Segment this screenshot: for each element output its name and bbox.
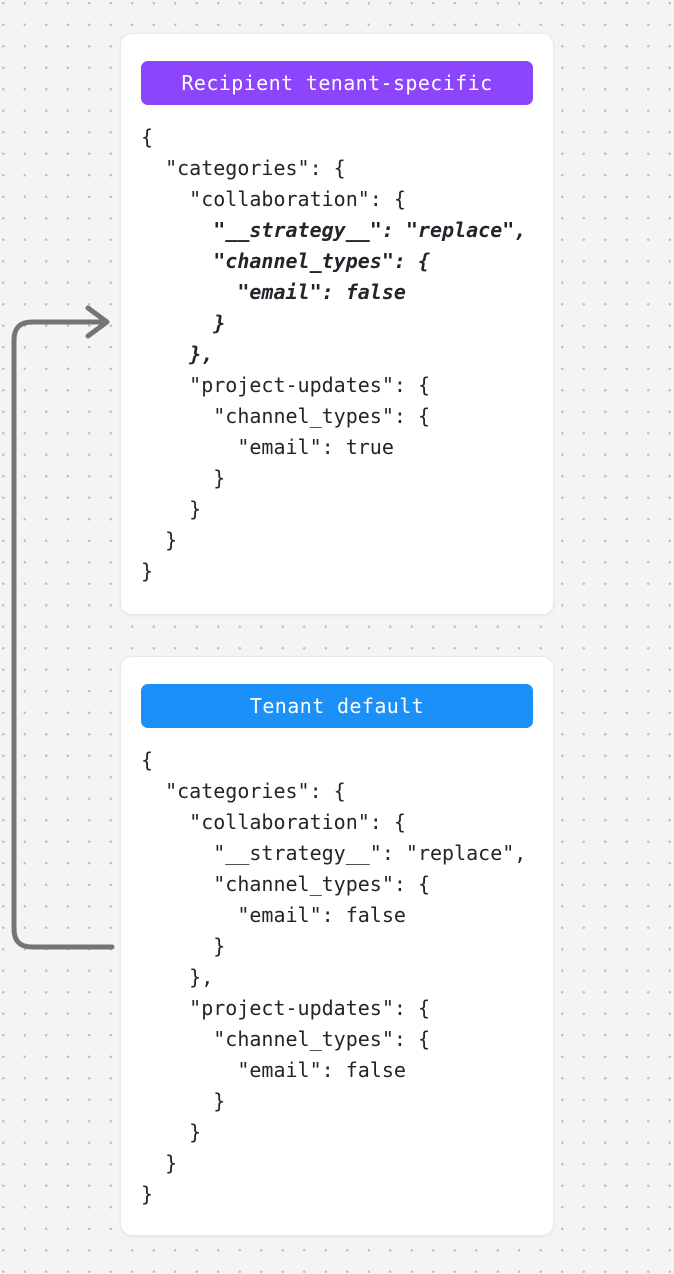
code-line: } xyxy=(141,528,178,552)
code-line: "collaboration": { xyxy=(141,187,406,211)
inheritance-arrow xyxy=(11,305,115,950)
code-line: } xyxy=(141,1151,178,1175)
code-line: "email": false xyxy=(141,1058,406,1082)
code-line: { xyxy=(141,125,154,149)
code-line: "email": true xyxy=(141,435,394,459)
code-line: } xyxy=(141,934,226,958)
code-line: } xyxy=(141,497,202,521)
code-line: "email": false xyxy=(141,903,406,927)
code-line: }, xyxy=(141,965,214,989)
code-line: "categories": { xyxy=(141,779,346,803)
code-line: "categories": { xyxy=(141,156,346,180)
code-line: "email": false xyxy=(141,280,406,304)
code-line: "channel_types": { xyxy=(141,404,430,428)
code-line: "__strategy__": "replace", xyxy=(141,841,527,865)
code-line: } xyxy=(141,559,154,583)
code-line: } xyxy=(141,311,226,335)
code-line: "channel_types": { xyxy=(141,249,430,273)
code-line: "project-updates": { xyxy=(141,373,430,397)
code-block-tenant-default: { "categories": { "collaboration": { "__… xyxy=(121,745,553,1230)
code-line: "channel_types": { xyxy=(141,872,430,896)
code-line: "collaboration": { xyxy=(141,810,406,834)
code-block-recipient: { "categories": { "collaboration": { "__… xyxy=(121,122,553,607)
code-line: "__strategy__": "replace", xyxy=(141,218,527,242)
card-tenant-default: Tenant default { "categories": { "collab… xyxy=(120,656,554,1236)
card-badge-tenant-default: Tenant default xyxy=(141,684,533,728)
code-line: "project-updates": { xyxy=(141,996,430,1020)
card-badge-recipient: Recipient tenant-specific xyxy=(141,61,533,105)
code-line: { xyxy=(141,748,154,772)
code-line: } xyxy=(141,466,226,490)
code-line: } xyxy=(141,1089,226,1113)
card-recipient-tenant-specific: Recipient tenant-specific { "categories"… xyxy=(120,33,554,615)
code-line: } xyxy=(141,1120,202,1144)
code-line: "channel_types": { xyxy=(141,1027,430,1051)
code-line: } xyxy=(141,1182,154,1206)
code-line: }, xyxy=(141,342,214,366)
